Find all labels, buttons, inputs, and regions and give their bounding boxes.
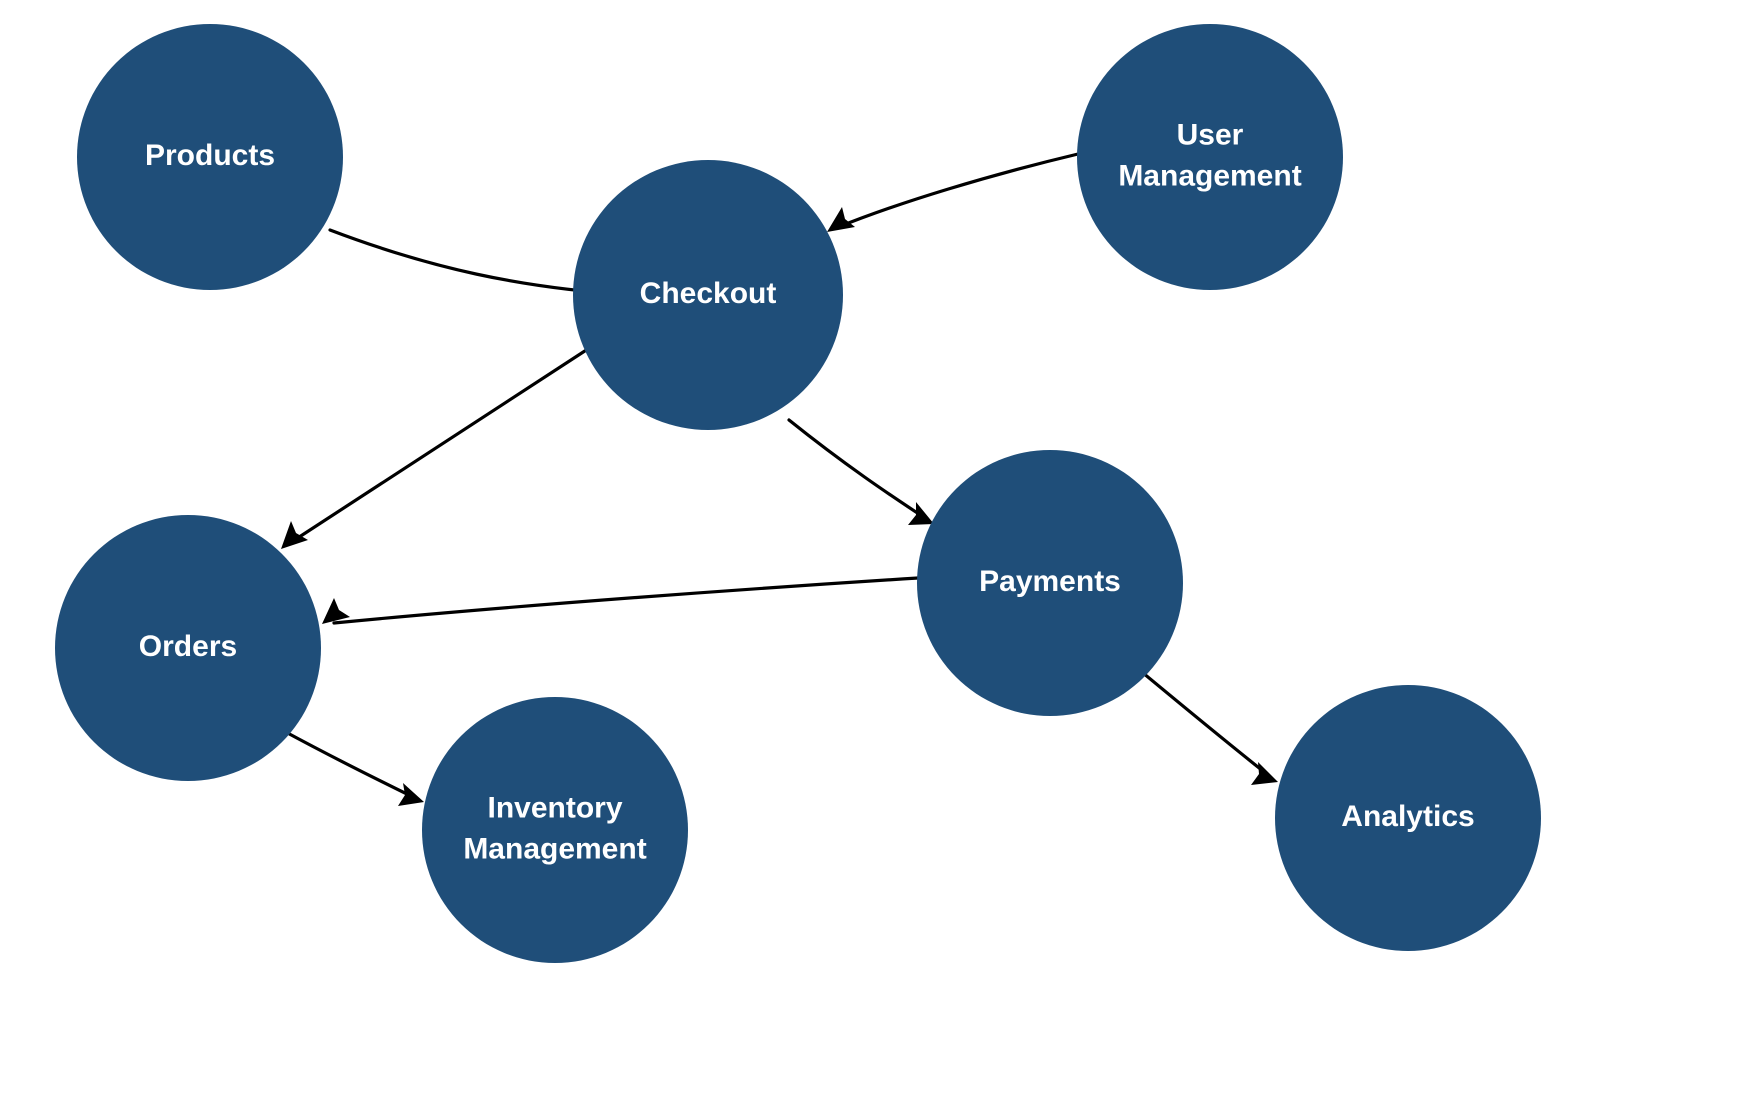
node-shape[interactable] — [1077, 24, 1343, 290]
arrowhead-icon — [1251, 762, 1278, 785]
node-payments[interactable]: Payments — [917, 450, 1183, 716]
node-checkout[interactable]: Checkout — [573, 160, 843, 430]
edge-line — [280, 728, 415, 799]
edge-line — [332, 576, 920, 625]
edge-payments-to-orders — [322, 576, 920, 625]
node-shape[interactable] — [917, 450, 1183, 716]
arrowhead-icon — [281, 521, 308, 549]
node-shape[interactable] — [77, 24, 343, 290]
node-analytics[interactable]: Analytics — [1275, 685, 1541, 951]
edge-payments-to-analytics — [1135, 666, 1278, 785]
node-orders[interactable]: Orders — [55, 515, 321, 781]
node-shape[interactable] — [1275, 685, 1541, 951]
arrowhead-icon — [908, 502, 934, 525]
node-shape[interactable] — [573, 160, 843, 430]
edge-orders-to-inventory-management — [280, 728, 424, 806]
edge-line — [288, 343, 596, 545]
edge-checkout-to-orders — [281, 343, 596, 549]
edge-line — [1135, 666, 1270, 777]
edge-checkout-to-payments — [787, 418, 934, 525]
edge-line — [834, 152, 1080, 230]
edges-layer — [280, 152, 1278, 806]
edge-user-management-to-checkout — [827, 152, 1080, 232]
arrowhead-icon — [398, 783, 424, 806]
node-shape[interactable] — [422, 697, 688, 963]
arrowhead-icon — [827, 207, 855, 232]
node-shape[interactable] — [55, 515, 321, 781]
arrowhead-icon — [322, 598, 350, 624]
node-products[interactable]: Products — [77, 24, 343, 290]
edge-line — [787, 418, 927, 520]
